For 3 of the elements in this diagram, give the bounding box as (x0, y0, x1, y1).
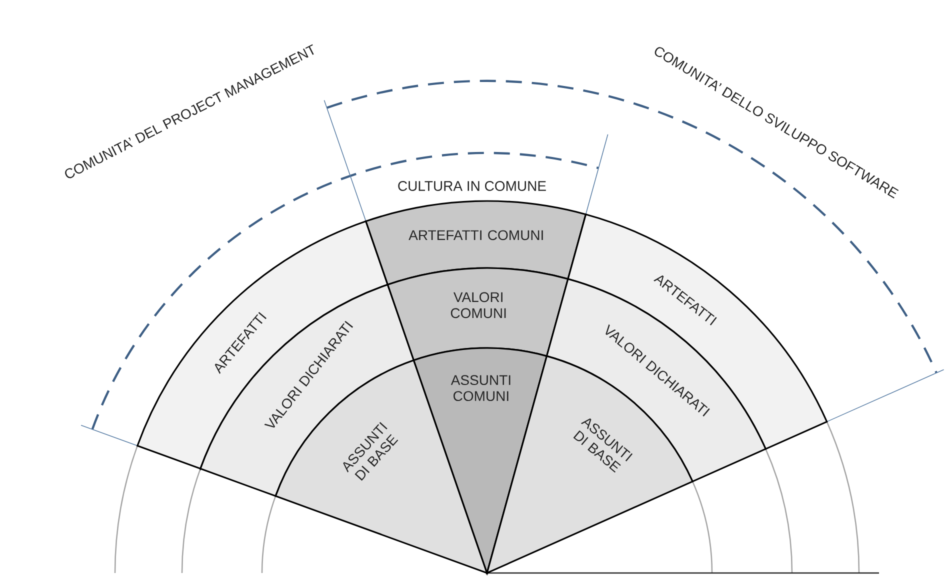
ring-sector: ASSUNTI COMUNI (412, 347, 548, 574)
label-text: CULTURA IN COMUNE (398, 181, 546, 191)
ring-sector: VALORI COMUNI (386, 267, 569, 362)
